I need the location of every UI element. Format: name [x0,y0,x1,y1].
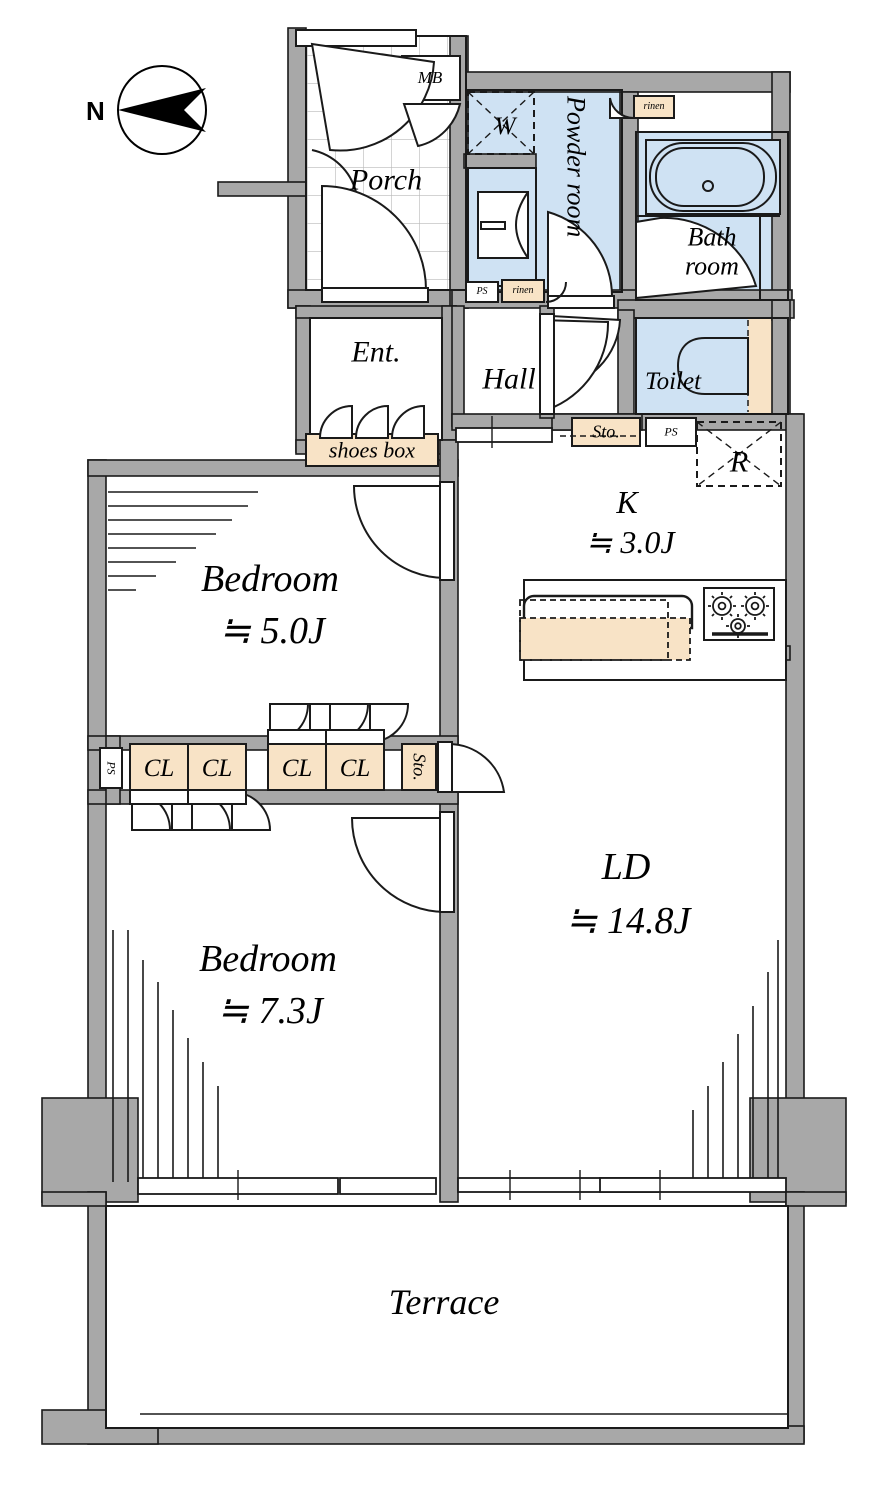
linen-lower [501,279,545,303]
fixture-label-closet-2: CL [201,754,233,782]
room-area-bedroom-1: ≒ 5.0J [219,610,325,653]
fixture-label-linen-top: rinen [643,100,665,112]
fixture-label-shoes-box: shoes box [328,437,416,463]
entrance-closet-door-1 [318,404,353,439]
fixture-label-washer: W [494,112,516,140]
pipe-shaft-layer [99,281,697,789]
compass-north-letter: N [86,96,105,126]
room-label-hall: Hall [482,362,536,396]
porch-entry-door-swing [310,42,436,152]
door-layer [129,42,758,914]
room-label-bedroom-1: Bedroom [201,558,339,601]
fixture-label-ps-hall: PS [664,424,678,439]
linen-top [633,95,675,119]
storage-box-layer [129,95,675,791]
ld-terrace-window-right [599,1177,787,1193]
closet-4 [325,743,385,791]
fixture-label-sto-hall: Sto. [592,421,620,442]
room-label-terrace: Terrace [388,1282,500,1323]
room-area-bedroom-2: ≒ 7.3J [217,990,323,1033]
fixture-label-closet-3: CL [281,754,313,782]
fixture-label-closet-1: CL [143,754,175,782]
bedroom1-door [352,485,447,580]
fixture-label-sto-corridor: Sto. [409,753,430,781]
corridor-to-ld-door [447,742,506,793]
fixture-label-refrigerator: R [729,445,749,479]
room-label-porch: Porch [349,163,423,197]
fixture-label-linen-lower: rinen [512,284,534,296]
entrance-closet-door-2 [354,404,389,439]
window-layer [108,416,787,1200]
mb-door-swing [402,103,462,148]
ps-hall [645,417,697,447]
room-label-ld: LD [601,846,651,889]
compass-rose [117,65,207,155]
porch-to-entrance-door [321,184,428,291]
bedroom2-door [350,817,447,914]
ps-powder [465,281,499,303]
fixture-label-ps-bedroom: PS [104,761,119,775]
room-label-powder-room: Powder room [561,96,591,238]
fixture-label-mb: MB [417,68,443,88]
room-label-entrance: Ent. [351,335,401,369]
entrance-closet-door-3 [390,404,425,439]
powder-room-door [547,210,614,302]
room-label-toilet: Toilet [644,367,702,395]
room-area-kitchen: ≒ 3.0J [585,524,675,561]
closet-2 [187,743,247,791]
bedroom1-window-hatch [108,491,258,591]
bedroom2-window-hatch [112,930,219,1182]
sto-corridor [401,743,437,791]
fixture-label-closet-4: CL [339,754,371,782]
closet-3 [267,743,327,791]
room-area-ld: ≒ 14.8J [565,900,691,943]
sto-hall [571,417,641,447]
fixture-label-ps-powder: PS [476,285,488,297]
room-label-bedroom-2: Bedroom [199,938,337,981]
ps-bedroom [99,747,123,789]
bathroom-door [635,216,758,300]
ld-window-hatch [692,940,779,1182]
room-label-kitchen: K [616,484,638,521]
